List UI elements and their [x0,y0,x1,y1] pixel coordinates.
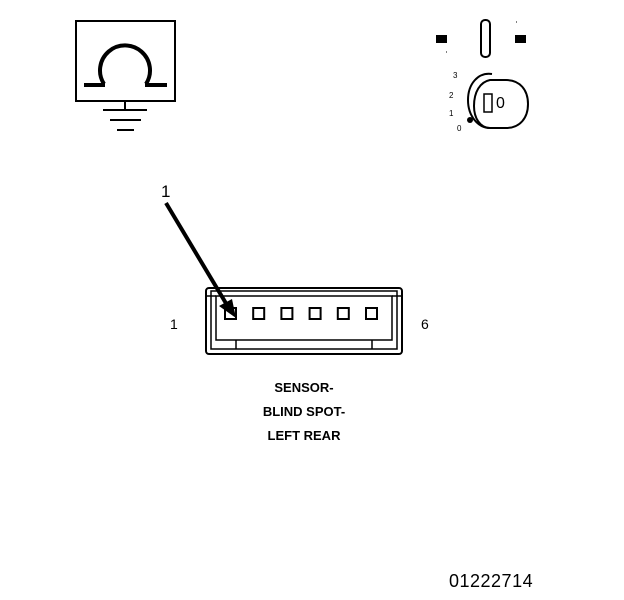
key-position-label: 1 [449,109,454,118]
key-position-label: 3 [453,71,458,80]
connector-pin-5 [336,307,350,320]
ohmmeter-icon [75,20,176,131]
connector-title-line: SENSOR- [274,380,334,395]
key-position-label: 2 [449,91,454,100]
connector-pin-4 [308,307,322,320]
connector-title-line: LEFT REAR [267,428,341,443]
pin-end-label: 6 [421,316,429,332]
connector-pin-3 [280,307,294,320]
key-position-label: 0 [457,124,462,133]
key-head-letter: 0 [496,95,505,112]
pin-start-label: 1 [170,316,178,332]
connector-title: SENSOR- BLIND SPOT- LEFT REAR [224,376,384,448]
figure-id: 01222714 [449,571,534,591]
connector-body [205,287,403,355]
connector-title-line: BLIND SPOT- [262,404,346,419]
callout-arrow [164,201,236,318]
ignition-key-icon [436,19,530,130]
connector-pin-6 [365,307,378,320]
connector-pins [224,307,378,320]
callout-number: 1 [161,182,171,201]
connector-pin-2 [252,307,266,320]
connector-pin-1 [224,307,237,320]
